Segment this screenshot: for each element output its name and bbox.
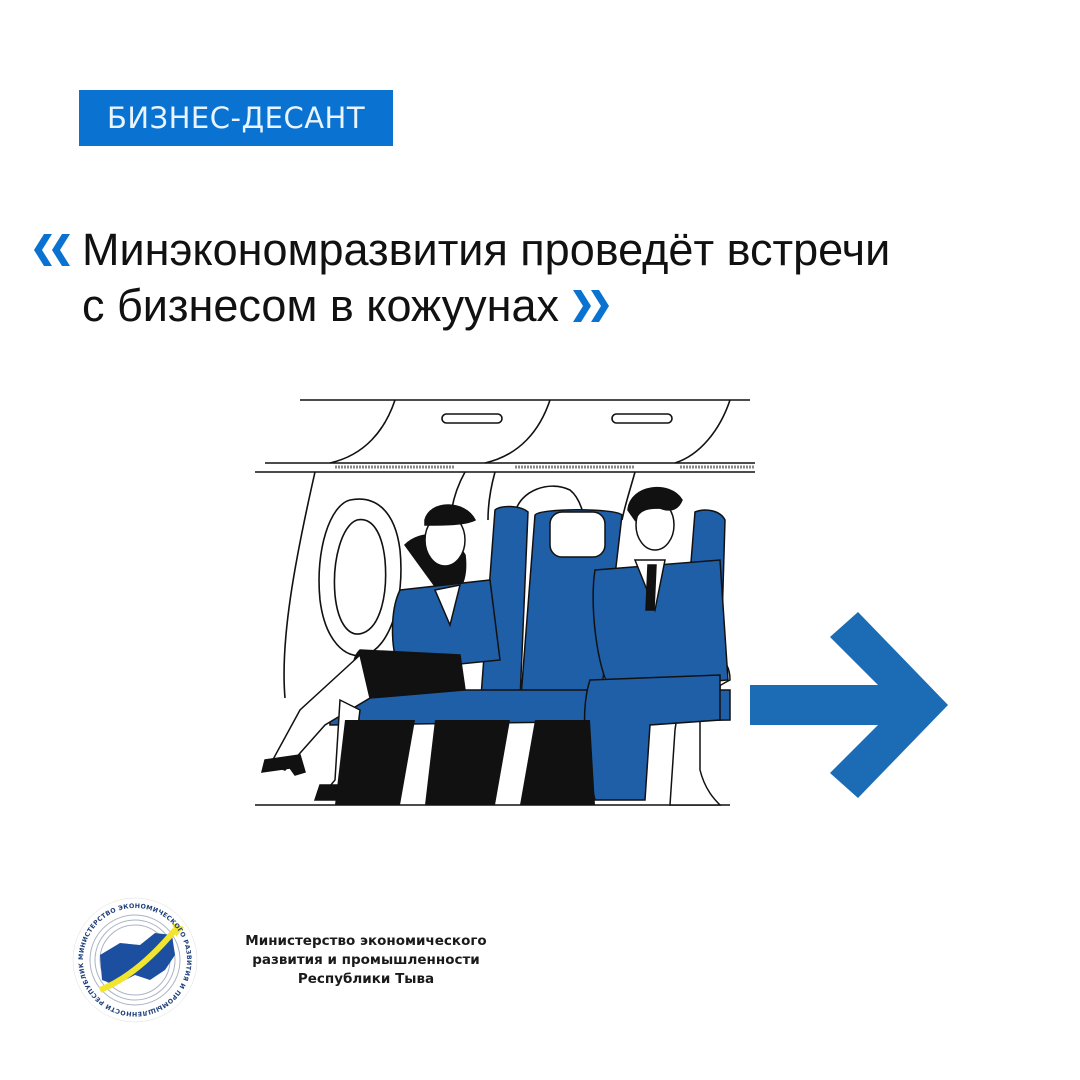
ministry-name-line-2: развития и промышленности (252, 951, 480, 968)
headline-line-2: с бизнесом в кожуунах (82, 280, 560, 331)
headline-line-1: Минэкономразвития проведёт встречи (82, 224, 891, 275)
ministry-logo-icon: МИНИСТЕРСТВО ЭКОНОМИЧЕСКОГО РАЗВИТИЯ И П… (60, 895, 198, 1023)
ministry-name-line-1: Министерство экономического (245, 932, 487, 949)
arrow-right-icon (750, 612, 948, 798)
headline: Минэкономразвития проведёт встречи с биз… (30, 222, 1030, 334)
category-tag-label: БИЗНЕС-ДЕСАНТ (106, 101, 366, 135)
airplane-cabin-passengers-illustration (255, 399, 755, 806)
double-chevron-right-icon (573, 290, 610, 322)
footer: МИНИСТЕРСТВО ЭКОНОМИЧЕСКОГО РАЗВИТИЯ И П… (60, 895, 516, 1025)
category-tag: БИЗНЕС-ДЕСАНТ (79, 90, 393, 146)
ministry-name-line-3: Республики Тыва (297, 970, 435, 987)
double-chevron-left-icon (34, 234, 70, 266)
ministry-name: Министерство экономического развития и п… (216, 932, 516, 989)
